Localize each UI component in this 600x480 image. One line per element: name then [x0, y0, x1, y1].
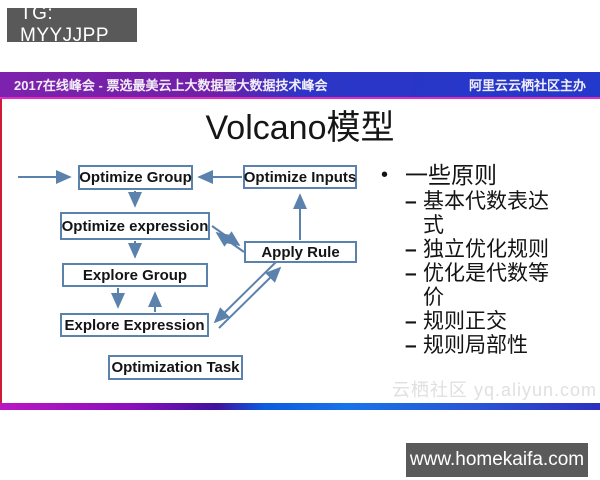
list-item-label: 基本代数表达式 [423, 190, 549, 237]
website-badge: www.homekaifa.com [406, 443, 588, 477]
dash-icon: – [405, 262, 417, 285]
bullet-icon: • [381, 164, 389, 186]
list-item: – 优化是代数等价 [405, 262, 597, 310]
website-badge-label: www.homekaifa.com [409, 449, 585, 470]
list-item-main: • 一些原则 [381, 162, 597, 188]
list-item-label: 规则局部性 [423, 334, 528, 357]
arrow-apply-rule-to-explore-expression [213, 261, 277, 324]
slide-title: Volcano模型 [205, 109, 395, 147]
dash-icon: – [405, 310, 417, 333]
banner-underline [0, 97, 600, 99]
flow-box-apply-rule: Apply Rule [244, 241, 357, 263]
yunqi-watermark: 云栖社区 yq.aliyun.com [391, 380, 597, 400]
tg-watermark-label: TG: MYYJJPP [20, 3, 110, 46]
arrow-apply-rule-to-optimize-expression [215, 231, 245, 253]
list-item: – 基本代数表达式 [405, 190, 597, 238]
principles-list: • 一些原则 – 基本代数表达式 – 独立优化规则 – 优化是代数等价 – 规则… [381, 162, 597, 358]
tg-watermark-badge: TG: MYYJJPP [7, 3, 137, 46]
dash-icon: – [405, 334, 417, 357]
event-banner-host: 阿里云云栖社区主办 [468, 78, 586, 93]
list-item-label: 规则正交 [423, 310, 507, 333]
event-banner: 2017在线峰会 - 票选最美云上大数据暨大数据技术峰会 阿里云云栖社区主办 [0, 72, 600, 97]
flow-box-optimize-expression: Optimize expression [60, 212, 210, 240]
list-item-label: 优化是代数等价 [423, 262, 549, 309]
flow-box-explore-expression: Explore Expression [60, 313, 209, 337]
flow-box-explore-group: Explore Group [62, 263, 208, 287]
list-item: – 规则局部性 [405, 334, 597, 358]
flow-box-optimize-inputs: Optimize Inputs [243, 165, 357, 189]
flow-box-optimization-task: Optimization Task [108, 355, 243, 380]
list-item-label: 独立优化规则 [423, 238, 549, 261]
list-item: – 规则正交 [405, 310, 597, 334]
flow-box-optimize-group: Optimize Group [78, 165, 193, 190]
dash-icon: – [405, 190, 417, 213]
list-item: – 独立优化规则 [405, 238, 597, 262]
footer-gradient-bar [0, 403, 600, 410]
arrow-optimize-expression-to-apply-rule [211, 225, 241, 247]
list-item-label: 一些原则 [405, 162, 497, 188]
event-banner-title: 2017在线峰会 - 票选最美云上大数据暨大数据技术峰会 [14, 78, 328, 93]
dash-icon: – [405, 238, 417, 261]
left-accent-line [0, 99, 2, 403]
arrow-explore-expression-to-apply-rule [218, 266, 282, 329]
